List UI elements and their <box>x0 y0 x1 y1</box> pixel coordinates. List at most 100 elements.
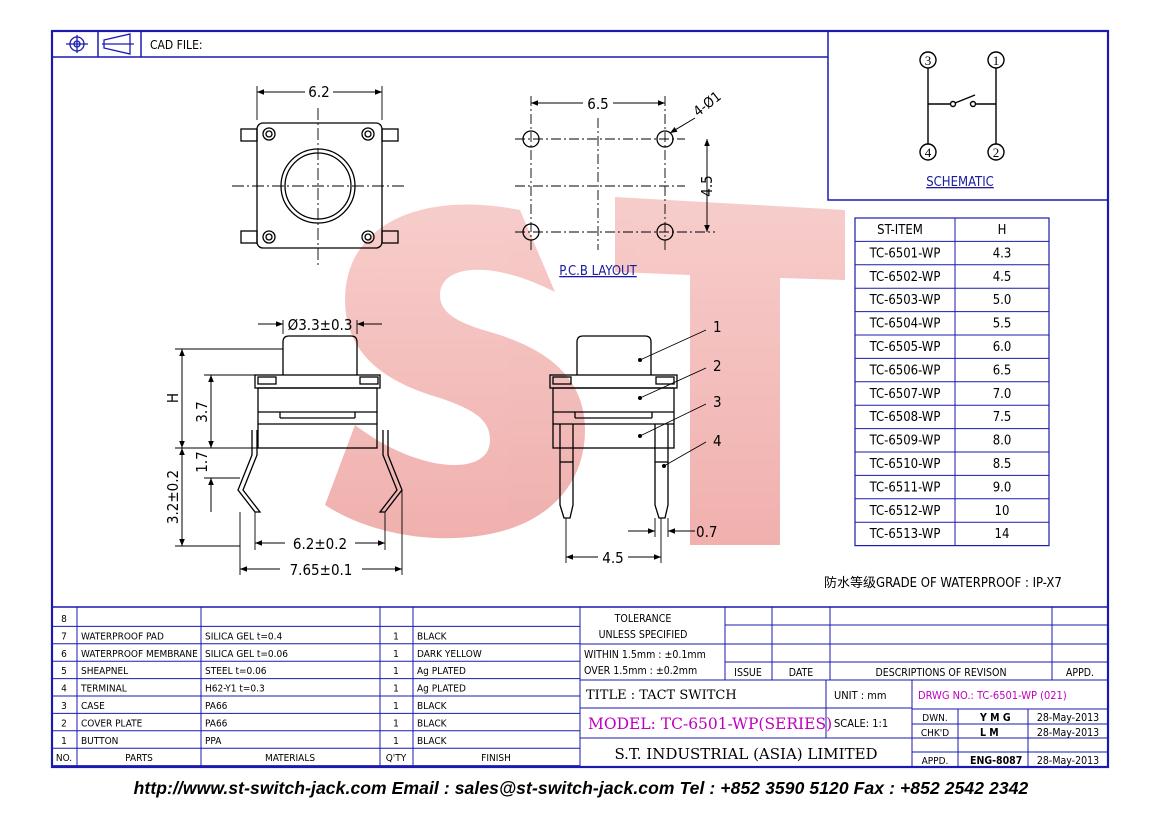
bom-cell-qty: 1 <box>393 684 399 695</box>
callout-2: 2 <box>713 357 722 375</box>
bom-cell-no: 1 <box>61 736 67 747</box>
pcb-layout-label: P.C.B LAYOUT <box>559 264 637 279</box>
bom-cell-material: H62-Y1 t=0.3 <box>205 684 265 695</box>
bom-cell-part: BUTTON <box>81 736 118 747</box>
schematic-pin-2: 2 <box>993 145 1000 160</box>
item-table-header-item: ST-ITEM <box>877 223 923 238</box>
item-table-cell-h: 14 <box>995 527 1010 542</box>
drawing-scale: SCALE: 1:1 <box>834 717 888 730</box>
bom-cell-no: 3 <box>61 701 67 712</box>
bom-header: Q'TY <box>386 753 407 764</box>
bom-cell-qty: 1 <box>393 631 399 642</box>
item-table-cell-h: 5.0 <box>993 293 1012 308</box>
bom-table <box>51 606 1108 767</box>
bom-cell-finish: BLACK <box>417 736 448 747</box>
bom-cell-qty: 1 <box>393 736 399 747</box>
appd-date: 28-May-2013 <box>1037 755 1099 767</box>
item-table-cell-item: TC-6509-WP <box>869 434 941 449</box>
dwn-value: Y M G <box>979 712 1011 724</box>
schematic <box>919 51 1005 161</box>
item-table-cell-item: TC-6510-WP <box>869 457 941 472</box>
bom-cell-material: STEEL t=0.06 <box>205 666 267 677</box>
chk-value: L M <box>980 727 999 739</box>
chk-label: CHK'D <box>921 728 949 739</box>
bom-cell-material: PA66 <box>205 718 228 729</box>
schematic-pin-4: 4 <box>925 145 932 160</box>
bom-cell-part: COVER PLATE <box>81 718 143 729</box>
revision-desc-header: DESCRIPTIONS OF REVISON <box>875 667 1006 679</box>
tolerance-subtitle: UNLESS SPECIFIED <box>599 629 688 641</box>
item-table-cell-item: TC-6511-WP <box>869 480 941 495</box>
revision-appd-header: APPD. <box>1066 667 1094 679</box>
bom-cell-finish: Ag PLATED <box>417 666 466 677</box>
side-dim-body: 3.7 <box>193 401 211 422</box>
bom-cell-material: SILICA GEL t=0.06 <box>205 649 288 660</box>
item-table-cell-h: 7.5 <box>993 410 1012 425</box>
waterproof-grade: 防水等级GRADE OF WATERPROOF : IP-X7 <box>824 575 1062 591</box>
bom-cell-material: PA66 <box>205 701 228 712</box>
dwn-date: 28-May-2013 <box>1037 712 1099 724</box>
tolerance-over: OVER 1.5mm : ±0.2mm <box>584 665 697 677</box>
side-dim-w2: 7.65±0.1 <box>290 561 353 579</box>
cone-symbol-icon <box>102 33 134 55</box>
bom-cell-material: PPA <box>205 736 222 747</box>
item-table-cell-h: 4.5 <box>993 270 1012 285</box>
bom-cell-part: CASE <box>81 701 105 712</box>
tolerance-within: WITHIN 1.5mm : ±0.1mm <box>584 649 706 661</box>
bom-header: NO. <box>56 753 72 764</box>
item-table-cell-h: 5.5 <box>993 317 1012 332</box>
bom-cell-finish: BLACK <box>417 701 448 712</box>
projection-symbol-icon <box>66 35 88 53</box>
bom-header: MATERIALS <box>265 753 315 764</box>
side-dim-button-dia: Ø3.3±0.3 <box>288 316 353 334</box>
revision-issue-header: ISSUE <box>734 667 762 679</box>
front-dim-width: 4.5 <box>602 549 623 567</box>
item-table-cell-item: TC-6501-WP <box>869 246 941 261</box>
bom-header: PARTS <box>125 753 153 764</box>
callout-3: 3 <box>713 393 722 411</box>
watermark-letter-s <box>325 204 585 539</box>
item-table-cell-h: 4.3 <box>993 246 1012 261</box>
item-table-cell-item: TC-6504-WP <box>869 317 941 332</box>
contact-footer: http://www.st-switch-jack.com Email : sa… <box>133 778 1029 798</box>
chk-date: 28-May-2013 <box>1037 727 1099 739</box>
revision-date-header: DATE <box>789 667 814 679</box>
item-table-cell-h: 6.5 <box>993 363 1012 378</box>
item-table-header-h: H <box>998 223 1007 238</box>
bom-cell-no: 5 <box>61 666 67 677</box>
schematic-pin-1: 1 <box>993 53 1000 68</box>
pcb-dim-height: 4.5 <box>698 175 716 196</box>
bom-cell-qty: 1 <box>393 718 399 729</box>
drawing-model: MODEL: TC-6501-WP(SERIES) <box>588 715 832 733</box>
side-view <box>175 320 403 575</box>
watermark <box>325 197 845 545</box>
item-table-cell-item: TC-6503-WP <box>869 293 941 308</box>
item-table-cell-item: TC-6508-WP <box>869 410 941 425</box>
bom-cell-no: 7 <box>61 631 67 642</box>
side-dim-pin2: 3.2±0.2 <box>164 470 182 524</box>
cad-file-label: CAD FILE: <box>150 38 203 52</box>
item-table-cell-h: 8.5 <box>993 457 1012 472</box>
schematic-pin-3: 3 <box>925 53 932 68</box>
dwn-label: DWN. <box>922 713 947 724</box>
callout-1: 1 <box>713 318 722 336</box>
watermark-letter-t <box>615 197 845 545</box>
bom-cell-no: 6 <box>61 649 67 660</box>
bom-cell-part: WATERPROOF MEMBRANE <box>81 649 198 660</box>
title-block-grid <box>579 607 1108 767</box>
item-table-cell-h: 9.0 <box>993 480 1012 495</box>
bom-cell-finish: Ag PLATED <box>417 684 466 695</box>
bom-cell-no: 8 <box>61 614 67 625</box>
item-table-cell-h: 7.0 <box>993 387 1012 402</box>
front-view <box>549 329 707 563</box>
bom-header: FINISH <box>481 753 511 764</box>
item-table-cell-item: TC-6505-WP <box>869 340 941 355</box>
bom-cell-material: SILICA GEL t=0.4 <box>205 631 282 642</box>
bom-cell-part: SHEAPNEL <box>81 666 128 677</box>
item-table-cell-item: TC-6506-WP <box>869 363 941 378</box>
item-table-cell-h: 8.0 <box>993 434 1012 449</box>
appd-value: ENG-8087 <box>970 755 1022 767</box>
schematic-label: SCHEMATIC <box>926 175 994 190</box>
item-table-cell-h: 10 <box>995 504 1010 519</box>
